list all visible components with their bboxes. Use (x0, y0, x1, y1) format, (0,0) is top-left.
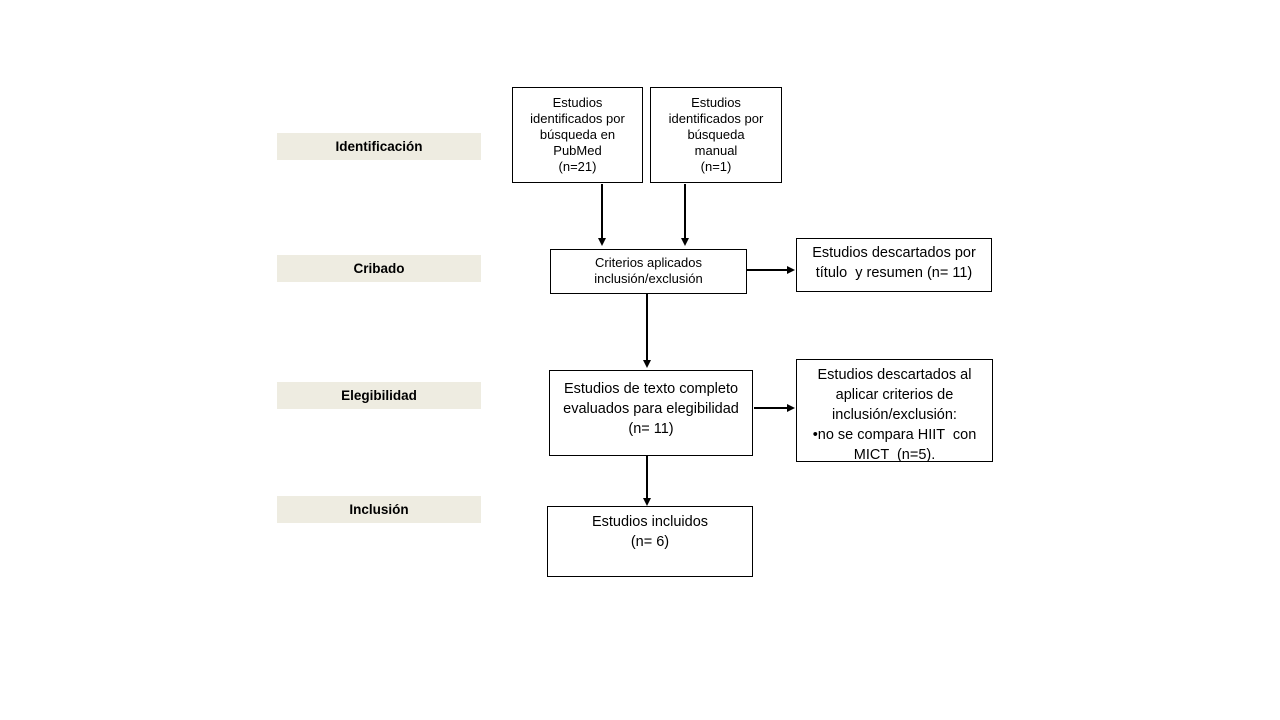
arrow-pubmed-to-criterios (597, 184, 606, 246)
box-estudios-pubmed: Estudios identificados por búsqueda en P… (512, 87, 643, 183)
arrow-criterios-to-texto-completo (642, 294, 651, 368)
box-estudios-incluidos: Estudios incluidos (n= 6) (547, 506, 753, 577)
arrow-texto-completo-to-incluidos (642, 456, 651, 506)
box-descartados-criterios: Estudios descartados al aplicar criterio… (796, 359, 993, 462)
arrowhead-right-icon (787, 265, 795, 274)
stage-label-cribado: Cribado (277, 255, 481, 282)
box-criterios-aplicados: Criterios aplicados inclusión/exclusión (550, 249, 747, 294)
box-texto-completo-elegibilidad: Estudios de texto completo evaluados par… (549, 370, 753, 456)
box-descartados-titulo-resumen: Estudios descartados por título y resume… (796, 238, 992, 292)
arrowhead-down-icon (642, 498, 651, 506)
stage-label-elegibilidad: Elegibilidad (277, 382, 481, 409)
arrowhead-down-icon (680, 238, 689, 246)
stage-label-inclusion: Inclusión (277, 496, 481, 523)
arrow-manual-to-criterios (680, 184, 689, 246)
arrow-criterios-to-descartados-titulo (747, 265, 795, 274)
arrowhead-down-icon (597, 238, 606, 246)
box-estudios-manual: Estudios identificados por búsqueda manu… (650, 87, 782, 183)
arrow-texto-completo-to-descartados-criterios (754, 403, 795, 412)
stage-label-identificacion: Identificación (277, 133, 481, 160)
arrowhead-down-icon (642, 360, 651, 368)
arrowhead-right-icon (787, 403, 795, 412)
